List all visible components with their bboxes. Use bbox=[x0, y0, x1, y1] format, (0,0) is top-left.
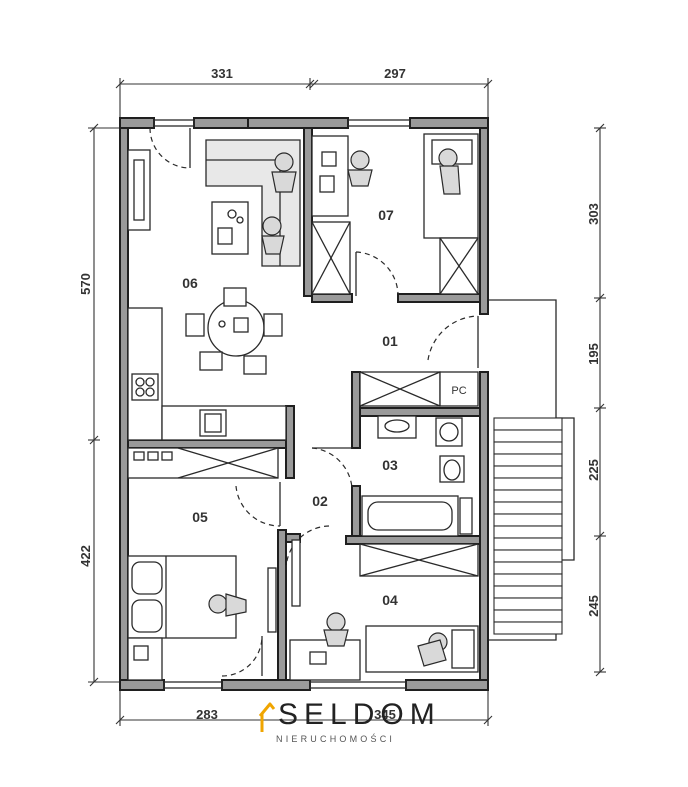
windows bbox=[153, 119, 411, 689]
dimension-lines bbox=[88, 78, 606, 726]
dimension-left-upper: 570 bbox=[78, 273, 93, 295]
room-label-03: 03 bbox=[382, 457, 398, 473]
dimension-right-2: 195 bbox=[586, 343, 601, 365]
room-label-04: 04 bbox=[382, 592, 398, 608]
room-05-furniture bbox=[127, 447, 301, 681]
logo-name: SELDOM bbox=[278, 698, 441, 731]
company-logo: SELDOM NIERUCHOMOŚCI bbox=[258, 698, 438, 748]
exterior-stairs bbox=[488, 299, 575, 641]
room-04-furniture bbox=[289, 543, 479, 681]
dimension-top-left: 331 bbox=[211, 66, 233, 81]
room-07-furniture bbox=[311, 133, 479, 295]
room-label-07: 07 bbox=[378, 207, 394, 223]
dimension-bottom-left: 283 bbox=[196, 707, 218, 722]
room-label-01: 01 bbox=[382, 333, 398, 349]
dimension-left-lower: 422 bbox=[78, 545, 93, 567]
room-03-fixtures bbox=[361, 415, 473, 537]
room-label-06: 06 bbox=[182, 275, 198, 291]
dimension-right-1: 303 bbox=[586, 203, 601, 225]
dimension-bottom-right: 345 bbox=[374, 707, 396, 722]
room-label-02: 02 bbox=[312, 493, 328, 509]
logo-tagline: NIERUCHOMOŚCI bbox=[276, 734, 396, 744]
room-06-furniture bbox=[127, 139, 301, 441]
room-label-05: 05 bbox=[192, 509, 208, 525]
dimension-right-3: 225 bbox=[586, 459, 601, 481]
room-01-furniture bbox=[359, 371, 479, 407]
dimension-top-right: 297 bbox=[384, 66, 406, 81]
dimension-right-4: 245 bbox=[586, 595, 601, 617]
house-roof-icon bbox=[258, 702, 276, 732]
inner-walls bbox=[127, 127, 481, 681]
doors bbox=[149, 127, 479, 677]
pc-closet-label: PC bbox=[451, 385, 466, 397]
